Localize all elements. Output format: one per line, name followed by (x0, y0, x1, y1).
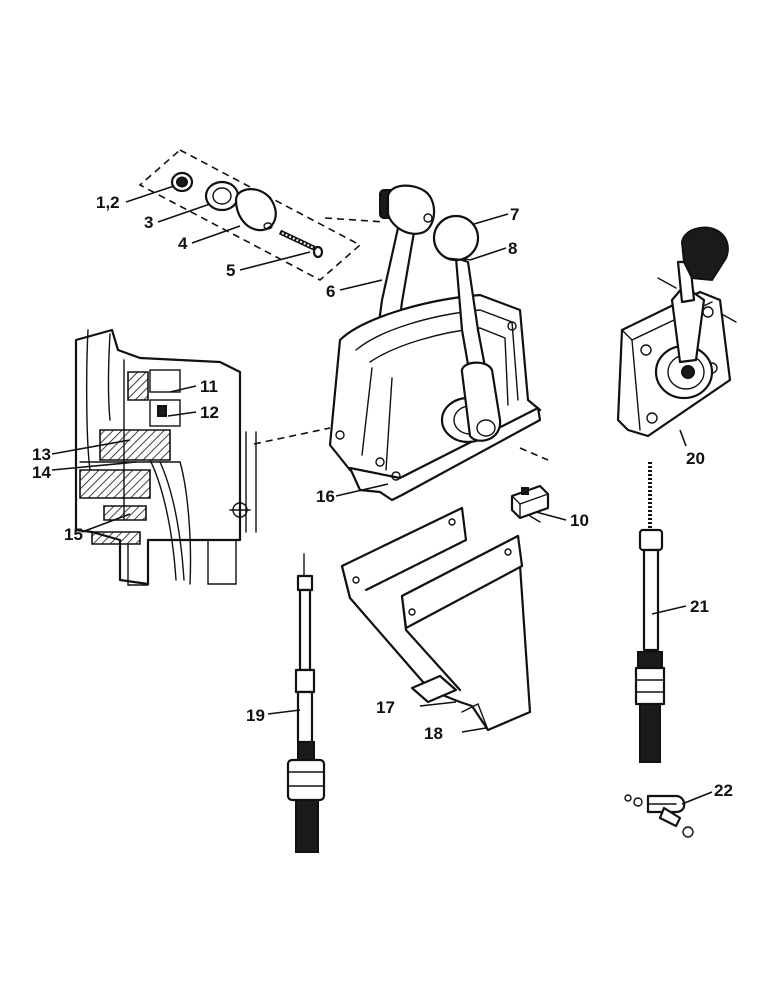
part-16-housing (328, 293, 542, 502)
part-19-cable (286, 553, 326, 853)
callout-18: 18 (424, 724, 443, 743)
part-17-18-bracket (340, 506, 532, 732)
callout-8: 8 (508, 239, 517, 258)
callout-11: 11 (200, 377, 218, 396)
cutaway-section-view (74, 328, 257, 586)
callout-6: 6 (326, 282, 335, 301)
callout-17: 17 (376, 698, 395, 717)
callout-3: 3 (144, 213, 153, 232)
callout-10: 10 (570, 511, 589, 530)
part-1-2-nut (170, 171, 194, 193)
callout-labels: 1,2 3 4 5 6 7 8 10 11 12 13 14 15 16 17 … (32, 193, 733, 800)
callout-12: 12 (200, 403, 219, 422)
part-5-screw (278, 229, 324, 259)
callout-7: 7 (510, 205, 519, 224)
part-4-knob (234, 188, 277, 232)
part-20-single-lever-control (616, 226, 737, 438)
part-22-clip (624, 794, 694, 838)
exploded-knob-parts-group (138, 149, 386, 281)
callout-19: 19 (246, 706, 265, 725)
part-8-front-lever (453, 255, 502, 442)
callout-14: 14 (32, 463, 51, 482)
callout-5: 5 (226, 261, 235, 280)
callout-16: 16 (316, 487, 335, 506)
callout-20: 20 (686, 449, 705, 468)
callout-13: 13 (32, 445, 51, 464)
part-10-switch (510, 484, 550, 523)
leader-lines (51, 185, 713, 805)
dual-lever-control-unit (328, 184, 542, 502)
callout-15: 15 (64, 525, 83, 544)
part-6-rear-lever (376, 184, 436, 334)
callout-22: 22 (714, 781, 733, 800)
part-3-washer (204, 180, 240, 212)
callout-21: 21 (690, 597, 709, 616)
part-21-cable (634, 462, 666, 763)
part-7-knob (432, 214, 480, 262)
callout-4: 4 (178, 234, 188, 253)
callout-1-2: 1,2 (96, 193, 120, 212)
